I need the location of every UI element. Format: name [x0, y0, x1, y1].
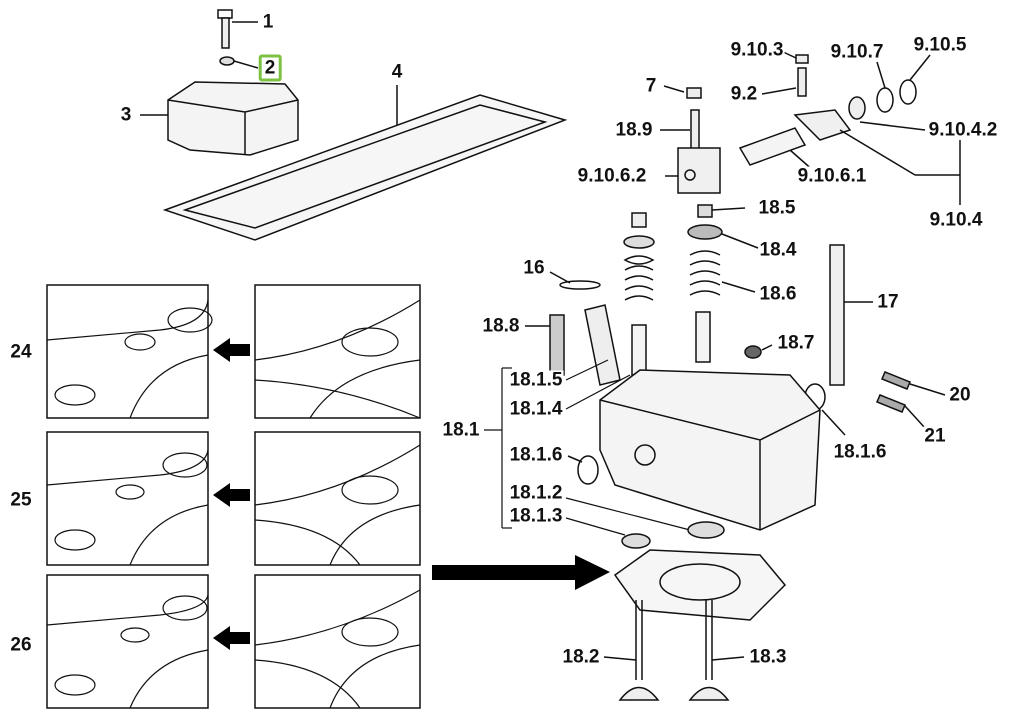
callout-label[interactable]: 18.7 [776, 332, 816, 354]
callout-label[interactable]: 9.10.5 [912, 34, 968, 56]
callout-label[interactable]: 18.1.3 [508, 505, 564, 527]
callout-label[interactable]: 9.10.4 [928, 209, 984, 231]
callout-label-selected[interactable]: 2 [258, 54, 282, 82]
valve-parts [603, 521, 787, 701]
callout-label[interactable]: 21 [923, 425, 947, 447]
callout-label[interactable]: 4 [390, 61, 404, 83]
callout-label[interactable]: 18.3 [748, 646, 788, 668]
callout-label[interactable]: 26 [9, 634, 33, 656]
callout-label[interactable]: 18.1.6 [832, 441, 888, 463]
gasket-detail-panels [46, 284, 421, 709]
callout-label[interactable]: 9.10.6.2 [576, 165, 648, 187]
callout-label[interactable]: 17 [876, 291, 900, 313]
callout-label[interactable]: 18.1.6 [508, 444, 564, 466]
callout-label[interactable]: 18.1 [441, 419, 481, 441]
group-bracket [484, 359, 691, 536]
cylinder-head-part [567, 369, 821, 531]
callout-label[interactable]: 20 [948, 384, 972, 406]
callout-label[interactable]: 18.2 [561, 646, 601, 668]
valve-cover-part [140, 81, 299, 156]
gasket-part [162, 85, 568, 241]
callout-label[interactable]: 9.10.7 [829, 41, 885, 63]
callout-label[interactable]: 18.1.5 [508, 369, 564, 391]
callout-label[interactable]: 9.10.4.2 [927, 119, 999, 141]
callout-label[interactable]: 24 [9, 341, 33, 363]
callout-label[interactable]: 18.9 [614, 119, 654, 141]
callout-label[interactable]: 18.8 [481, 315, 521, 337]
callout-label[interactable]: 18.1.4 [508, 398, 564, 420]
callout-label[interactable]: 9.2 [729, 83, 759, 105]
callout-label[interactable]: 18.4 [758, 239, 798, 261]
callout-label[interactable]: 18.5 [757, 197, 797, 219]
callout-label[interactable]: 9.10.6.1 [796, 165, 868, 187]
callout-label[interactable]: 18.6 [758, 283, 798, 305]
valve-spring-parts [525, 204, 946, 436]
callout-label[interactable]: 18.1.2 [508, 482, 564, 504]
callout-label[interactable]: 25 [9, 489, 33, 511]
callout-label[interactable]: 16 [522, 257, 546, 279]
arrow-icon [432, 555, 610, 590]
rocker-assembly-part [660, 49, 961, 205]
bolt-part [217, 9, 259, 69]
callout-label[interactable]: 1 [261, 11, 275, 33]
callout-label[interactable]: 9.10.3 [729, 39, 785, 61]
callout-label[interactable]: 7 [644, 75, 658, 97]
callout-label[interactable]: 3 [119, 104, 133, 126]
